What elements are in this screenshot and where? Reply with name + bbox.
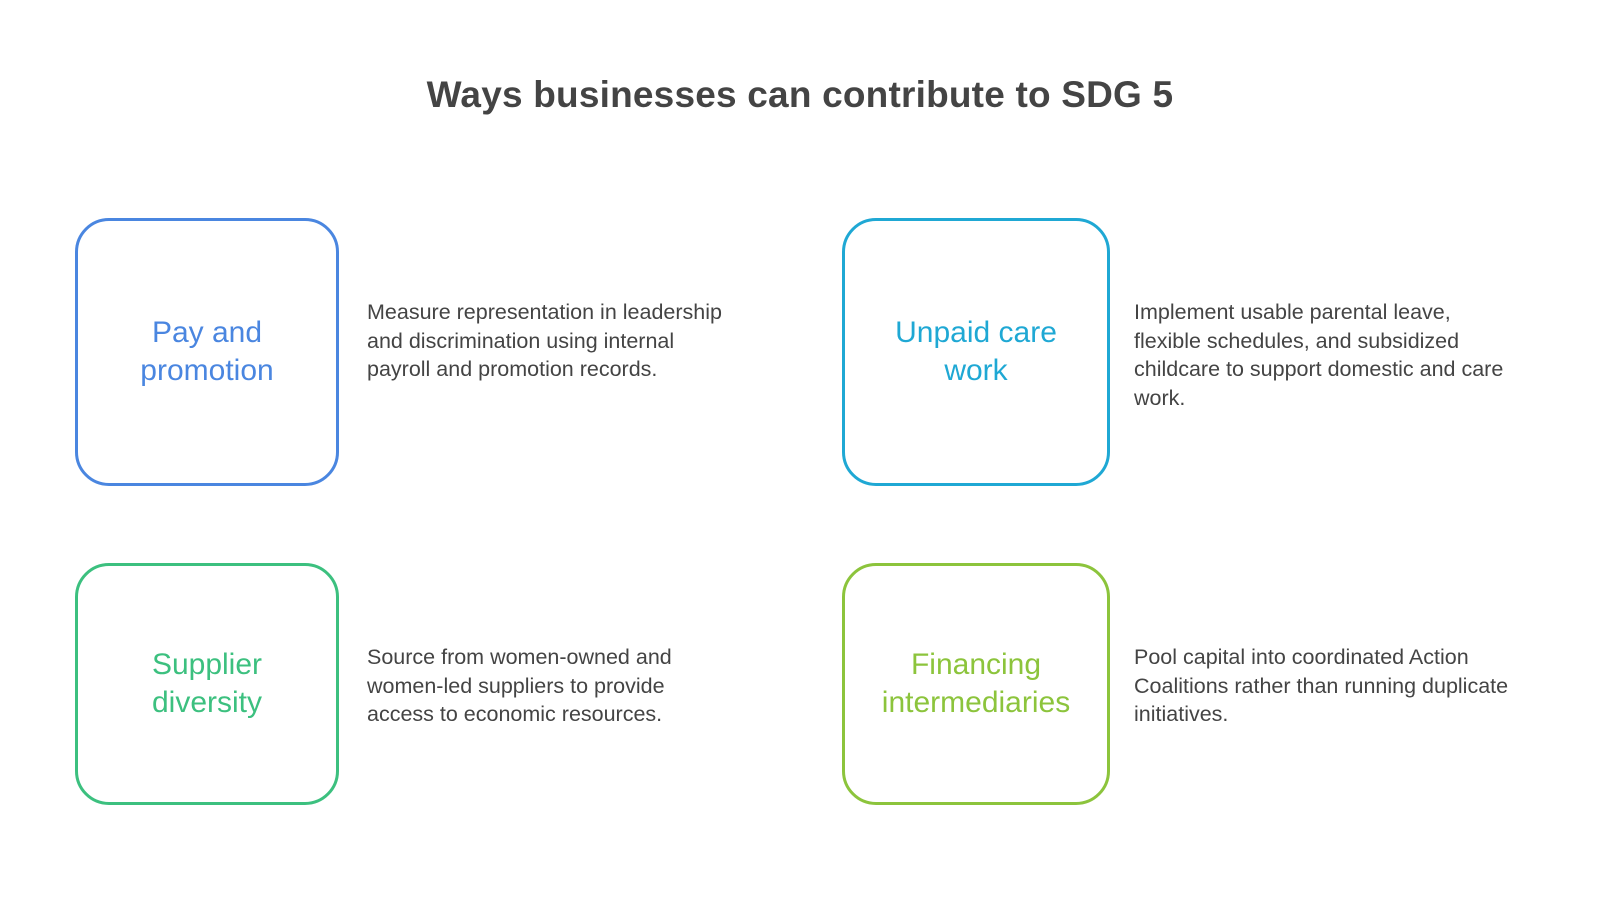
description-financing-intermediaries: Pool capital into coordinated Action Coa… (1134, 645, 1509, 726)
description-pay-and-promotion: Measure representation in leadership and… (367, 300, 722, 381)
card-unpaid-care-work: Unpaid care work (842, 218, 1110, 486)
card-label: Pay and promotion (140, 316, 274, 387)
card-label: Unpaid care work (895, 316, 1057, 387)
card-label: Financing intermediaries (881, 648, 1071, 719)
card-supplier-diversity: Supplier diversity (75, 563, 339, 805)
description-supplier-diversity: Source from women-owned and women-led su… (367, 645, 672, 726)
card-pay-and-promotion: Pay and promotion (75, 218, 339, 486)
card-label: Supplier diversity (151, 648, 263, 719)
card-financing-intermediaries: Financing intermediaries (842, 563, 1110, 805)
page-title: Ways businesses can contribute to SDG 5 (426, 74, 1174, 115)
description-unpaid-care-work: Implement usable parental leave, flexibl… (1134, 300, 1504, 410)
